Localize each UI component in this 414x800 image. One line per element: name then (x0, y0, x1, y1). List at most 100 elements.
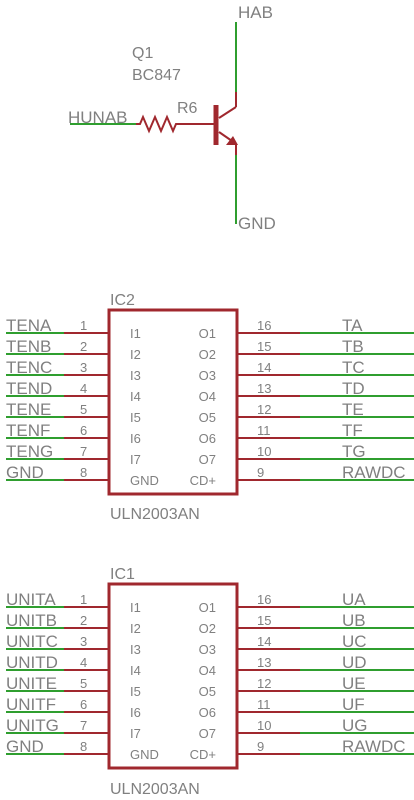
pin-number: 7 (80, 444, 87, 459)
pin-name: O7 (199, 452, 216, 467)
pin-name: O3 (199, 642, 216, 657)
net-label: TB (342, 337, 364, 356)
emitter-arrow-icon (226, 136, 238, 145)
pin-number: 15 (257, 613, 271, 628)
pin-number: 12 (257, 676, 271, 691)
pin-name: I2 (130, 621, 141, 636)
pin-number: 14 (257, 360, 271, 375)
net-label: UA (342, 590, 366, 609)
pin-name: I7 (130, 452, 141, 467)
pin-number: 13 (257, 381, 271, 396)
pin-name: I4 (130, 663, 141, 678)
net-label: UNITF (6, 695, 56, 714)
resistor-ref: R6 (177, 100, 198, 117)
pin-name: GND (130, 747, 159, 762)
net-label: RAWDC (342, 737, 406, 756)
net-label: TG (342, 442, 366, 461)
ic2-ref: IC2 (110, 292, 135, 309)
transistor-ref: Q1 (132, 45, 153, 62)
collector-diagonal (218, 106, 237, 119)
pin-number: 4 (80, 381, 87, 396)
net-label: UNITB (6, 611, 57, 630)
pin-number: 1 (80, 318, 87, 333)
net-label: TENC (6, 358, 52, 377)
ic1-body (107, 582, 239, 770)
pin-number: 3 (80, 360, 87, 375)
pin-name: O5 (199, 684, 216, 699)
net-label: UNITD (6, 653, 58, 672)
pin-number: 8 (80, 739, 87, 754)
pin-name: O4 (199, 663, 216, 678)
ic1-ref: IC1 (110, 566, 135, 583)
pin-name: O1 (199, 600, 216, 615)
pin-name: O5 (199, 410, 216, 425)
pin-name: I7 (130, 726, 141, 741)
base-net-label: HUNAB (68, 108, 128, 127)
net-label: UD (342, 653, 367, 672)
pin-name: I4 (130, 389, 141, 404)
pin-number: 5 (80, 676, 87, 691)
net-label: TEND (6, 379, 52, 398)
pin-number: 6 (80, 423, 87, 438)
net-label: UNITE (6, 674, 57, 693)
ic1-value: ULN2003AN (110, 781, 200, 798)
net-label: TENE (6, 400, 51, 419)
net-label: TC (342, 358, 365, 377)
net-label: GND (6, 463, 44, 482)
pin-name: I3 (130, 368, 141, 383)
pin-number: 9 (257, 465, 264, 480)
pin-number: 14 (257, 634, 271, 649)
pin-name: I6 (130, 705, 141, 720)
net-label: TENG (6, 442, 53, 461)
emitter-net-label: GND (238, 214, 276, 233)
pin-number: 13 (257, 655, 271, 670)
pin-name: I1 (130, 600, 141, 615)
pin-name: I2 (130, 347, 141, 362)
pin-number: 7 (80, 718, 87, 733)
pin-number: 6 (80, 697, 87, 712)
pin-number: 1 (80, 592, 87, 607)
net-label: UB (342, 611, 366, 630)
pin-name: O2 (199, 621, 216, 636)
pin-number: 10 (257, 718, 271, 733)
net-label: UNITG (6, 716, 59, 735)
pin-name: O4 (199, 389, 216, 404)
pin-name: O1 (199, 326, 216, 341)
transistor-value: BC847 (132, 67, 181, 84)
pin-name: I1 (130, 326, 141, 341)
pin-number: 2 (80, 339, 87, 354)
pin-number: 3 (80, 634, 87, 649)
emitter-diagonal (218, 131, 233, 142)
pin-name: I5 (130, 410, 141, 425)
pin-name: O3 (199, 368, 216, 383)
ic2-value: ULN2003AN (110, 506, 200, 523)
pin-name: CD+ (190, 473, 216, 488)
pin-name: O6 (199, 705, 216, 720)
net-label: TF (342, 421, 363, 440)
resistor-r6 (136, 114, 180, 134)
pin-name: CD+ (190, 747, 216, 762)
pin-name: GND (130, 473, 159, 488)
net-label: UE (342, 674, 366, 693)
net-label: GND (6, 737, 44, 756)
pin-number: 16 (257, 592, 271, 607)
pin-name: O7 (199, 726, 216, 741)
net-label: TENA (6, 316, 52, 335)
ic2-body (107, 308, 239, 496)
pin-number: 11 (257, 423, 271, 438)
pin-number: 9 (257, 739, 264, 754)
net-label: UNITC (6, 632, 58, 651)
pin-name: I3 (130, 642, 141, 657)
pin-number: 2 (80, 613, 87, 628)
pin-name: I5 (130, 684, 141, 699)
net-label: TA (342, 316, 363, 335)
net-label: TD (342, 379, 365, 398)
net-label: RAWDC (342, 463, 406, 482)
net-label: TENF (6, 421, 50, 440)
pin-name: I6 (130, 431, 141, 446)
net-label: UF (342, 695, 365, 714)
pin-number: 8 (80, 465, 87, 480)
net-label: TENB (6, 337, 51, 356)
